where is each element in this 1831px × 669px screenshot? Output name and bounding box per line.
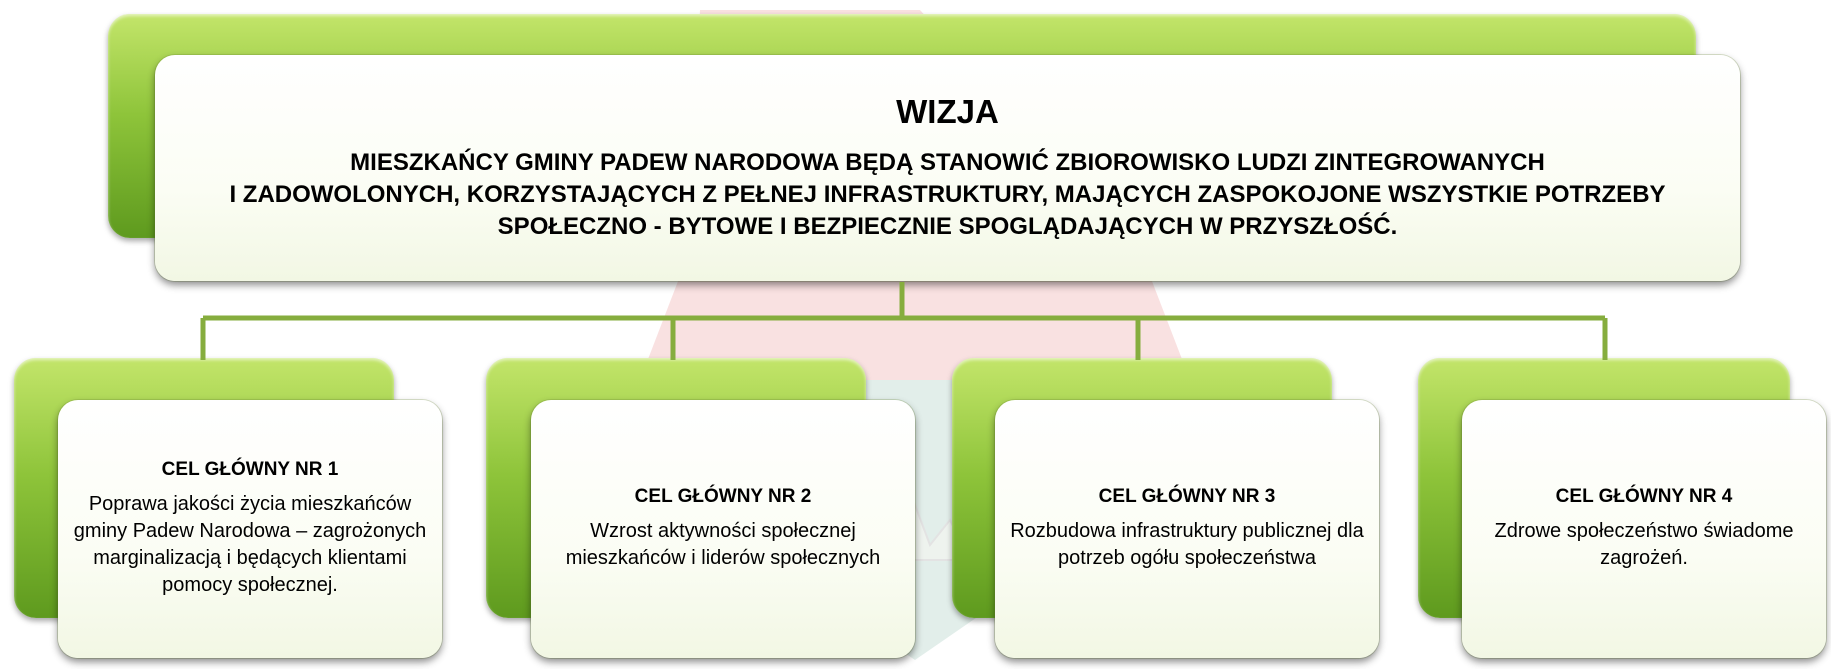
vision-statement: MIESZKAŃCY GMINY PADEW NARODOWA BĘDĄ STA… <box>209 147 1685 243</box>
goal-4-box: CEL GŁÓWNY NR 4 Zdrowe społeczeństwo świ… <box>1462 400 1826 658</box>
vision-line-2: I ZADOWOLONYCH, KORZYSTAJĄCYCH Z PEŁNEJ … <box>229 181 1666 208</box>
vision-line-1: MIESZKAŃCY GMINY PADEW NARODOWA BĘDĄ STA… <box>350 149 1545 176</box>
vision-line-3: SPOŁECZNO - BYTOWE I BEZPIECZNIE SPOGLĄD… <box>497 213 1398 240</box>
goal-2-title: CEL GŁÓWNY NR 2 <box>634 486 812 507</box>
goal-3-box: CEL GŁÓWNY NR 3 Rozbudowa infrastruktury… <box>995 400 1379 658</box>
goal-1-text: Poprawa jakości życia mieszkańców gminy … <box>73 493 427 596</box>
goal-4-text: Zdrowe społeczeństwo świadome zagrożeń. <box>1494 520 1794 569</box>
goal-4-title: CEL GŁÓWNY NR 4 <box>1555 486 1733 507</box>
goal-2-text: Wzrost aktywności społecznej mieszkańców… <box>565 520 881 569</box>
vision-title: WIZJA <box>896 93 999 130</box>
goal-3-title: CEL GŁÓWNY NR 3 <box>1098 486 1276 507</box>
goal-3-text: Rozbudowa infrastruktury publicznej dla … <box>1010 520 1364 569</box>
goal-2-box: CEL GŁÓWNY NR 2 Wzrost aktywności społec… <box>531 400 915 658</box>
goal-1-box: CEL GŁÓWNY NR 1 Poprawa jakości życia mi… <box>58 400 442 658</box>
goal-1-title: CEL GŁÓWNY NR 1 <box>161 459 339 480</box>
vision-box: WIZJA MIESZKAŃCY GMINY PADEW NARODOWA BĘ… <box>155 55 1740 281</box>
